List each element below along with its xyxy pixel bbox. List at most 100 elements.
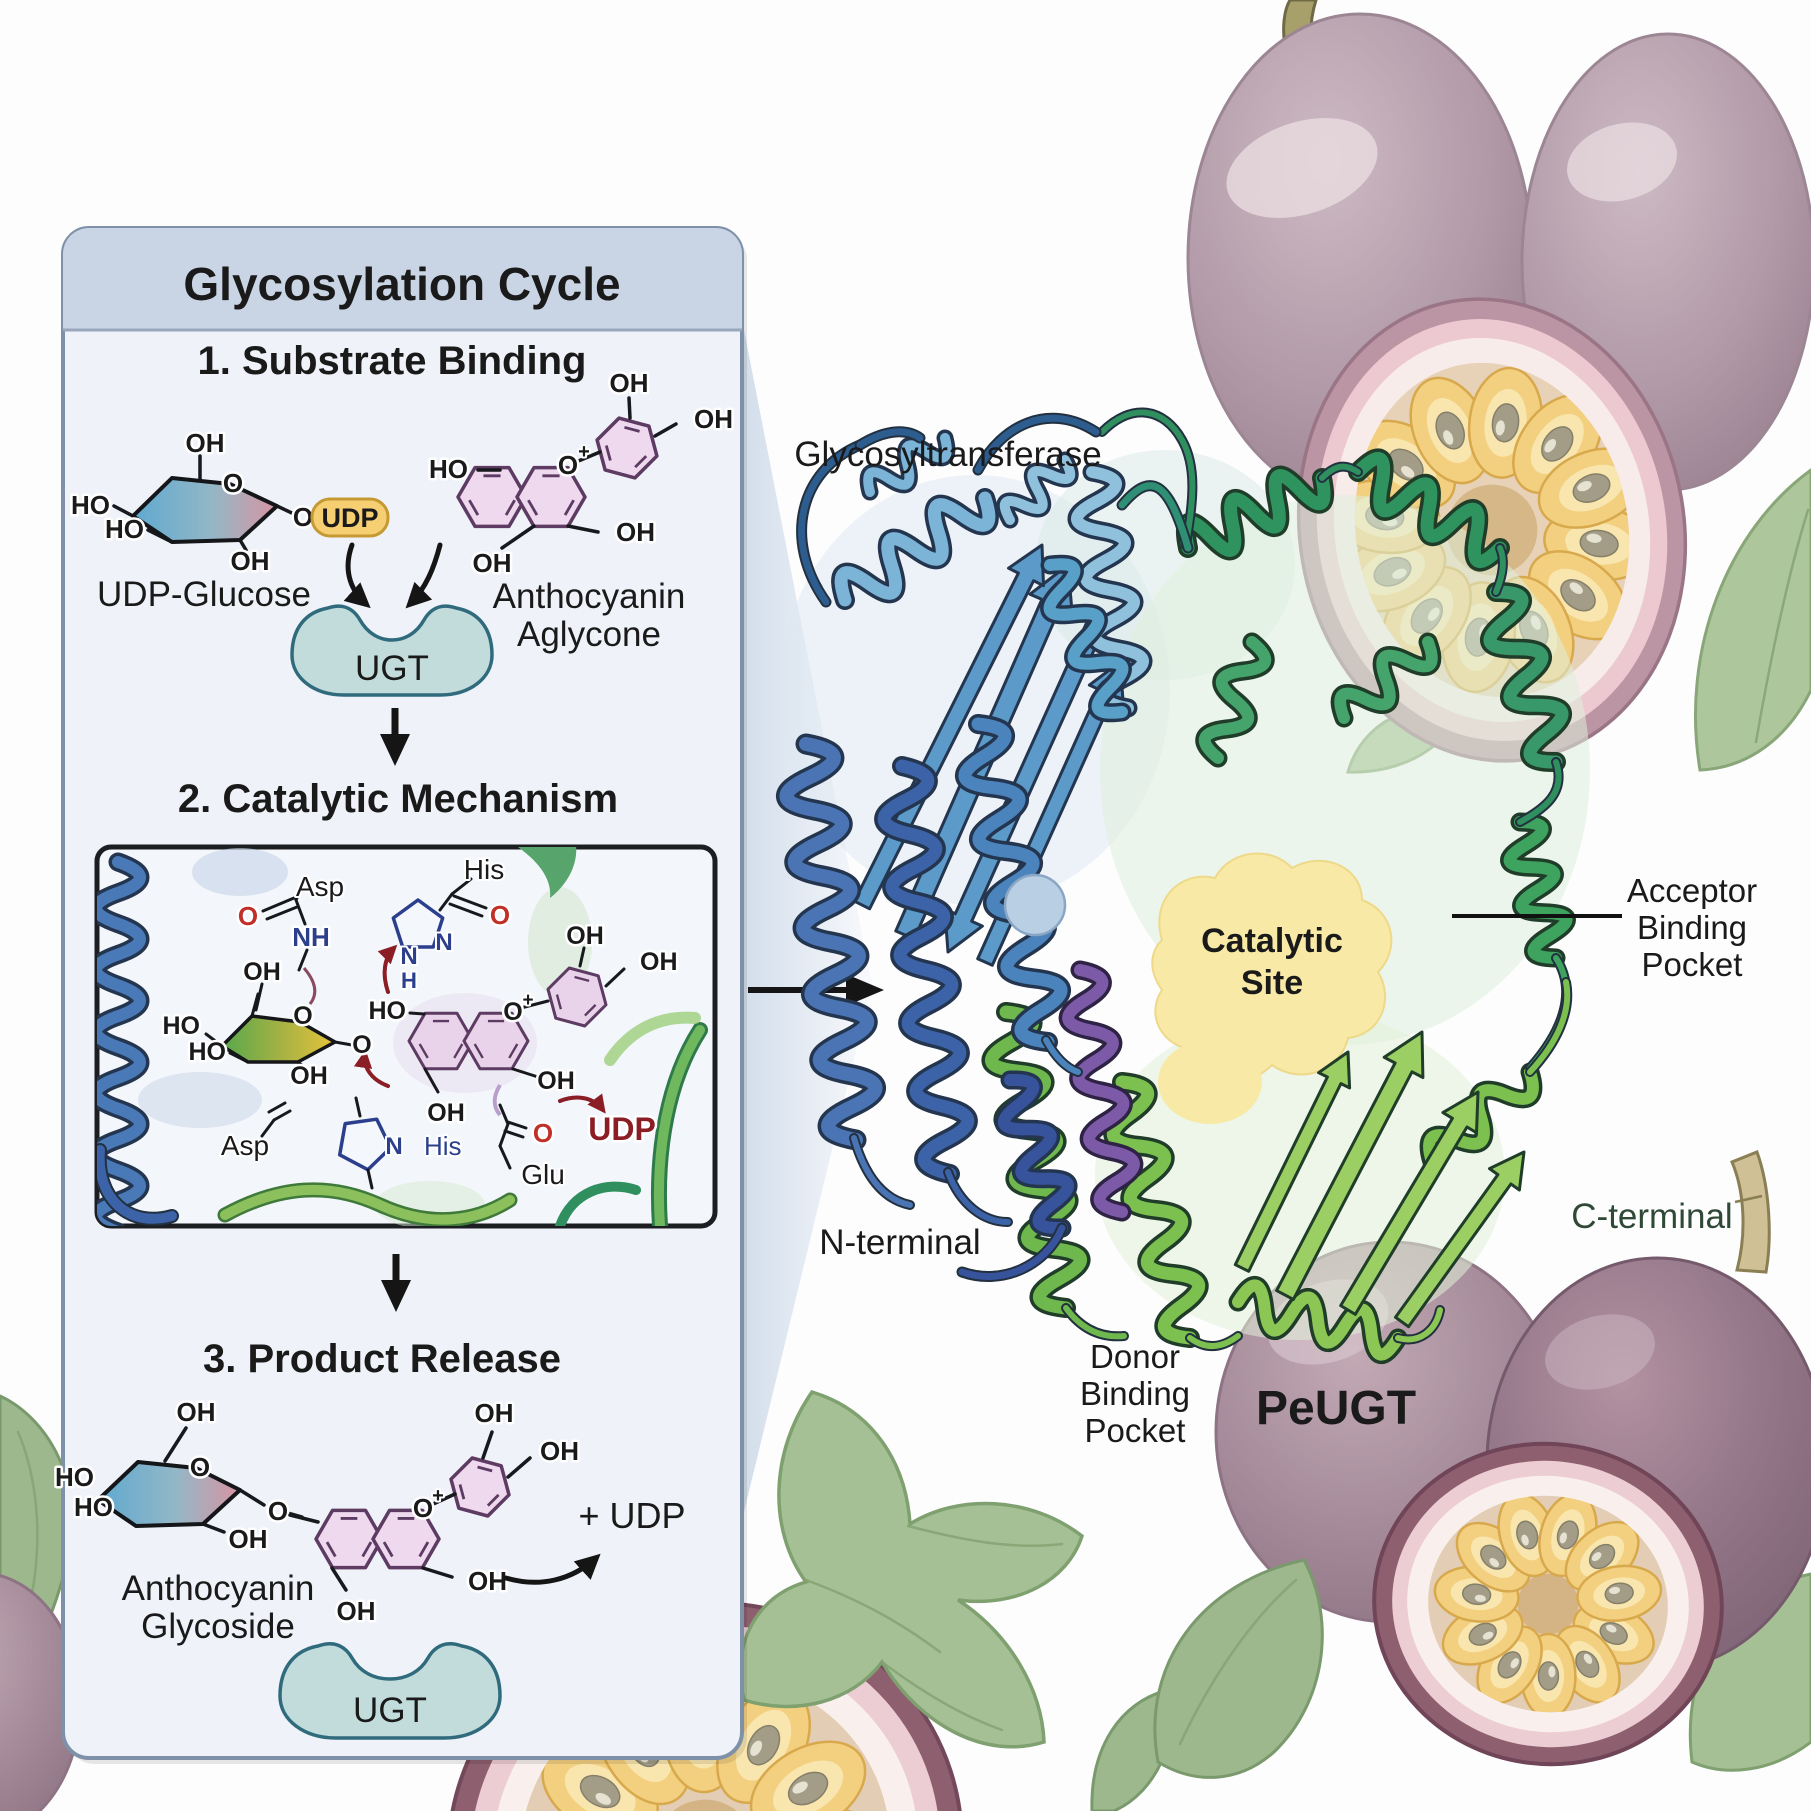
atom-label: OH bbox=[610, 368, 649, 398]
atom-label: HO bbox=[429, 454, 468, 484]
leaf bbox=[1693, 468, 1811, 772]
atom-label: O bbox=[190, 1452, 210, 1482]
atom-label: O bbox=[268, 1496, 288, 1526]
step3-heading: 3. Product Release bbox=[203, 1337, 561, 1381]
atom-label: OH bbox=[475, 1398, 514, 1428]
atom-label: OH bbox=[427, 1099, 465, 1127]
atom-label: HO bbox=[163, 1012, 201, 1040]
atom-label: O bbox=[533, 1118, 553, 1148]
c-terminal-label: C-terminal bbox=[1571, 1197, 1732, 1236]
atom-label: O bbox=[490, 900, 510, 930]
atom-label: O bbox=[352, 1031, 371, 1059]
atom-label: HO bbox=[74, 1492, 113, 1522]
atom-label: NH bbox=[292, 922, 330, 952]
residue-label: His bbox=[464, 854, 504, 885]
atom-label: O bbox=[293, 1002, 312, 1030]
atom-label: O bbox=[223, 468, 243, 498]
binding-arrow bbox=[405, 542, 443, 609]
mechanism-art bbox=[97, 847, 708, 1226]
atom-label: HO bbox=[71, 490, 110, 520]
udp-leaving-label: UDP bbox=[588, 1111, 656, 1147]
atom-label: OH bbox=[640, 948, 678, 976]
mechanism-labels: Asp O NH His N N H O OH HO HO OH O O HO … bbox=[160, 852, 680, 1192]
plus-udp-label: + UDP bbox=[578, 1495, 685, 1536]
donor-pocket-label: Pocket bbox=[1085, 1412, 1186, 1449]
atom-label: N bbox=[385, 1133, 402, 1160]
atom-label: OH bbox=[694, 404, 733, 434]
atom-label: O bbox=[293, 502, 313, 532]
atom-label: HO bbox=[369, 997, 407, 1025]
acceptor-pocket-label: Acceptor bbox=[1627, 872, 1757, 909]
atom-label: OH bbox=[540, 1436, 579, 1466]
atom-label: + bbox=[578, 441, 590, 463]
atom-label: OH bbox=[566, 922, 604, 950]
ugt-enzyme-blob bbox=[278, 1642, 502, 1740]
atom-label: O bbox=[413, 1493, 433, 1523]
glycosylation-cycle-panel: Glycosylation Cycle 1. Substrate Binding… bbox=[53, 226, 747, 1764]
product-caption: Anthocyanin bbox=[122, 1569, 315, 1608]
ugt-label: UGT bbox=[355, 649, 429, 688]
fruit-pulp bbox=[1433, 1492, 1663, 1720]
atom-label: OH bbox=[186, 428, 225, 458]
residue-label: His bbox=[424, 1131, 462, 1161]
catalytic-site-blob bbox=[1151, 852, 1393, 1082]
atom-label: OH bbox=[229, 1524, 268, 1554]
udp-pill bbox=[310, 497, 390, 538]
atom-label: OH bbox=[473, 548, 512, 578]
step1-heading: 1. Substrate Binding bbox=[198, 339, 587, 383]
acceptor-pocket-label: Pocket bbox=[1642, 946, 1743, 983]
leaf bbox=[738, 1389, 1085, 1749]
donor-pocket-label: Donor bbox=[1090, 1338, 1180, 1375]
atom-label: OH bbox=[231, 546, 270, 576]
step2-heading: 2. Catalytic Mechanism bbox=[178, 777, 618, 821]
atom-label: N bbox=[400, 943, 417, 970]
atom-label: O bbox=[238, 901, 258, 931]
glycosyltransferase-structure bbox=[776, 407, 1622, 1364]
atom-label: + bbox=[522, 990, 533, 1011]
atom-label: + bbox=[432, 1485, 444, 1507]
atom-label: OH bbox=[243, 958, 281, 986]
panel-header bbox=[63, 228, 742, 330]
protein-labels: Glycosyltransferase Catalytic Site Accep… bbox=[794, 435, 1757, 1449]
atom-label: OH bbox=[337, 1596, 376, 1626]
binding-arrow bbox=[343, 542, 371, 609]
leaf bbox=[1153, 1558, 1324, 1779]
product-caption: Glycoside bbox=[141, 1607, 295, 1646]
atom-label: OH bbox=[290, 1062, 328, 1090]
residue-label: Glu bbox=[521, 1159, 565, 1190]
atom-label: HO bbox=[189, 1038, 227, 1066]
donor-pocket-label: Binding bbox=[1080, 1375, 1190, 1412]
atom-label: H bbox=[401, 968, 417, 993]
residue-label: Asp bbox=[221, 1130, 269, 1161]
ugt-enzyme-blob bbox=[290, 604, 494, 697]
substrate-caption: Anthocyanin bbox=[493, 577, 686, 616]
arrow-head-icon bbox=[381, 1280, 411, 1312]
atom-label: HO bbox=[55, 1462, 94, 1492]
udp-glucose-structure: OH HO HO OH O O UDP UDP-Glucose bbox=[69, 426, 390, 614]
atom-label: O bbox=[503, 998, 522, 1026]
atom-label: HO bbox=[105, 514, 144, 544]
udp-pill-label: UDP bbox=[321, 503, 378, 533]
enzyme-name-label: PeUGT bbox=[1256, 1382, 1416, 1435]
atom-label: OH bbox=[537, 1067, 575, 1095]
atom-label: O bbox=[558, 450, 578, 480]
anthocyanin-rings bbox=[456, 416, 659, 529]
n-terminal-label: N-terminal bbox=[819, 1223, 980, 1262]
fruit-stem bbox=[1730, 1150, 1771, 1274]
ugt-label: UGT bbox=[353, 1691, 427, 1730]
anthocyanin-glycoside-structure: OH HO HO OH O O O + OH OH OH OH + UDP An… bbox=[53, 1395, 686, 1647]
atom-label: OH bbox=[616, 517, 655, 547]
release-arrow bbox=[503, 1553, 601, 1585]
arrow-head-icon bbox=[846, 974, 884, 1006]
catalytic-site-label: Catalytic bbox=[1201, 922, 1343, 960]
anthocyanin-aglycone-structure: HO O + OH OH OH OH Anthocyanin Aglycone bbox=[427, 366, 736, 655]
protein-title: Glycosyltransferase bbox=[794, 435, 1101, 474]
substrate-caption: Aglycone bbox=[517, 615, 661, 654]
residue-label: Asp bbox=[296, 871, 344, 902]
protein-ribbons bbox=[776, 407, 1576, 1364]
atom-label: N bbox=[435, 929, 452, 956]
acceptor-pocket-label: Binding bbox=[1637, 909, 1747, 946]
atom-label: OH bbox=[468, 1566, 507, 1596]
substrate-caption: UDP-Glucose bbox=[97, 575, 311, 614]
